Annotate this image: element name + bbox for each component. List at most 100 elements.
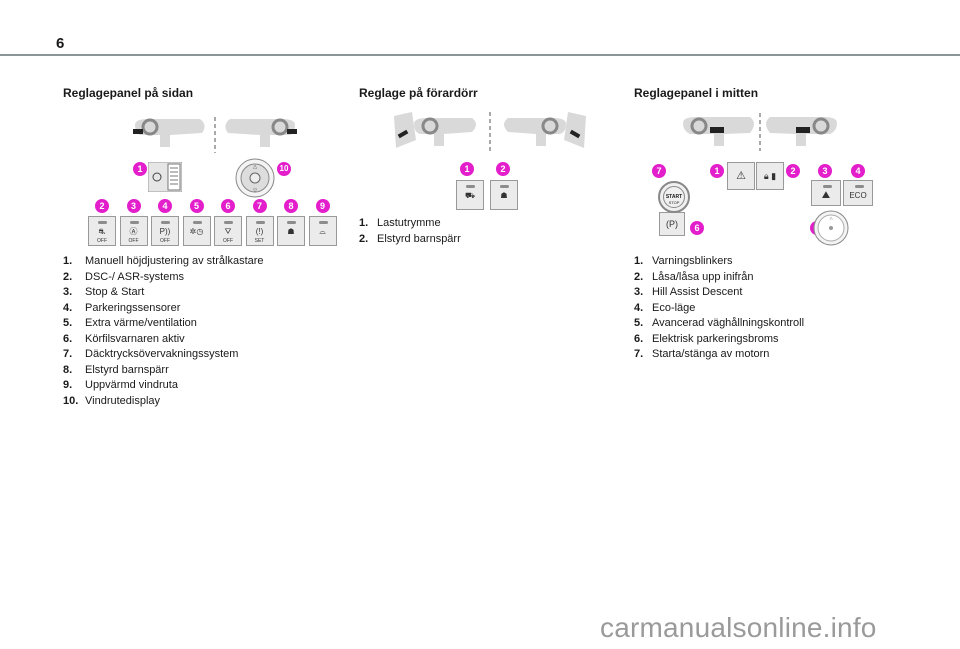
item-number: 1. xyxy=(359,217,369,229)
item-label: Hill Assist Descent xyxy=(652,286,743,298)
callout-badge-3: 3 xyxy=(126,199,141,213)
lane-warning-off-button[interactable]: ⛛OFF xyxy=(214,216,242,246)
item-label: Uppvärmd vindruta xyxy=(85,379,178,391)
item-number: 3. xyxy=(63,286,73,298)
svg-text:▽: ▽ xyxy=(253,188,257,194)
callout-badge-2: 2 xyxy=(95,199,109,213)
hud-control-dial[interactable]: △ ▽ xyxy=(235,158,275,198)
list-item: 1.Lastutrymme xyxy=(359,216,461,232)
button-sublabel: SET xyxy=(254,238,265,244)
item-number: 9. xyxy=(63,379,73,391)
item-label: Elstyrd barnspärr xyxy=(85,363,169,376)
parking-brake-button[interactable]: (P) xyxy=(659,212,685,236)
item-label: Elstyrd barnspärr xyxy=(377,232,461,245)
section-driver-door: Reglage på förardörr xyxy=(359,86,478,100)
extra-heat-timer-button[interactable]: ✲◷ xyxy=(182,216,211,246)
callout-badge-4: 4 xyxy=(158,199,172,213)
central-lock-button[interactable]: 🔒︎ ▮ xyxy=(756,162,784,190)
item-number: 2. xyxy=(634,270,644,283)
eco-mode-button[interactable]: ECO xyxy=(843,180,873,206)
list-item: 1. Varningsblinkers xyxy=(634,254,804,270)
park-sensor-off-button[interactable]: P))OFF xyxy=(151,216,179,246)
item-number: 1. xyxy=(63,255,73,267)
list-item: 5.Extra värme/ventilation xyxy=(63,316,264,332)
watermark: carmanualsonline.info xyxy=(600,612,877,643)
hazard-icon: ⚠ xyxy=(736,170,746,182)
item-number: 1. xyxy=(634,255,644,267)
item-label: Eco-läge xyxy=(652,301,696,314)
item-label: Elektrisk parkeringsbroms xyxy=(652,332,779,345)
indicator-led xyxy=(192,221,202,224)
indicator-led xyxy=(287,221,296,224)
drive-mode-dial[interactable]: ∩ xyxy=(813,210,849,246)
item-label: DSC-/ ASR-systems xyxy=(85,270,185,283)
legend-list-driver-door: 1.Lastutrymme 2.Elstyrd barnspärr xyxy=(359,216,461,247)
list-item: 5. Avancerad väghållningskontroll xyxy=(634,316,804,332)
child-lock-button[interactable]: ☗ xyxy=(277,216,305,246)
eco-mode-icon: ECO xyxy=(849,191,867,200)
item-label: Låsa/låsa upp inifrån xyxy=(652,270,754,283)
indicator-led xyxy=(466,185,475,188)
item-label: Körfilsvarnaren aktiv xyxy=(85,332,185,345)
list-item: 4. Eco-läge xyxy=(634,301,804,317)
item-label: Stop & Start xyxy=(85,286,145,298)
callout-badge-6: 6 xyxy=(690,221,704,235)
list-item: 6. Elektrisk parkeringsbroms xyxy=(634,332,804,348)
dsc-off-icon: ⛐ xyxy=(98,227,106,236)
list-item: 10.Vindrutedisplay xyxy=(63,394,264,410)
page-number: 6 xyxy=(56,35,65,52)
callout-badge-1: 1 xyxy=(133,162,147,176)
item-label: Varningsblinkers xyxy=(652,255,733,267)
section-title: Reglagepanel i mitten xyxy=(634,86,759,100)
indicator-led xyxy=(129,221,139,224)
callout-badge-2: 2 xyxy=(496,162,510,176)
hazard-button[interactable]: ⚠ xyxy=(727,162,755,190)
dsc-off-button[interactable]: ⛐ OFF xyxy=(88,216,116,246)
section-title: Reglage på förardörr xyxy=(359,86,478,100)
item-number: 8. xyxy=(63,363,73,376)
stop-label: STOP xyxy=(668,200,680,205)
button-sublabel: OFF xyxy=(97,238,107,244)
item-number: 7. xyxy=(63,348,73,360)
indicator-led xyxy=(224,221,233,224)
car-center-illustration xyxy=(683,113,837,151)
list-item: 8. Elstyrd barnspärr xyxy=(63,363,264,379)
item-label: Avancerad väghållningskontroll xyxy=(652,317,805,329)
hill-descent-button[interactable]: ⛰ xyxy=(811,180,841,206)
svg-text:△: △ xyxy=(253,164,257,170)
item-number: 6. xyxy=(634,332,644,345)
button-sublabel: OFF xyxy=(160,238,170,244)
list-item: 1.Manuell höjdjustering av strålkastare xyxy=(63,254,264,270)
list-item: 7.Starta/stänga av motorn xyxy=(634,347,804,363)
section-title: Reglagepanel på sidan xyxy=(63,86,194,100)
tailgate-icon: ⛟ xyxy=(464,191,476,200)
heated-windscreen-button[interactable]: ⌓ xyxy=(308,216,337,246)
item-number: 4. xyxy=(63,301,73,314)
heated-windscreen-icon: ⌓ xyxy=(319,227,326,236)
car-door-illustration xyxy=(394,112,586,152)
item-number: 6. xyxy=(63,332,73,345)
list-item: 2.Elstyrd barnspärr xyxy=(359,232,461,248)
headlamp-adjust-wheel[interactable] xyxy=(148,162,182,192)
section-side-panel: Reglagepanel på sidan xyxy=(63,86,193,100)
list-item: 4.Parkeringssensorer xyxy=(63,301,264,317)
section-center-panel: Reglagepanel i mitten xyxy=(634,86,758,100)
callout-badge-6: 6 xyxy=(221,199,235,213)
lane-warning-off-icon: ⛛ xyxy=(224,227,232,236)
parking-brake-icon: (P) xyxy=(666,219,678,229)
callout-badge-10: 10 xyxy=(277,162,291,176)
tailgate-button[interactable]: ⛟ xyxy=(456,180,484,210)
item-number: 4. xyxy=(634,301,644,314)
indicator-led xyxy=(854,185,864,188)
callout-badge-4: 4 xyxy=(851,164,865,178)
item-number: 5. xyxy=(634,317,644,329)
svg-text:∩: ∩ xyxy=(829,216,833,222)
start-stop-button[interactable]: START STOP xyxy=(658,181,690,213)
item-label: Däcktrycksövervakningssystem xyxy=(85,348,239,360)
button-sublabel: OFF xyxy=(128,238,139,244)
item-number: 7. xyxy=(634,348,644,360)
tire-pressure-button[interactable]: (!)SET xyxy=(245,216,274,246)
child-lock-icon: ☗ xyxy=(500,191,508,200)
child-lock-button[interactable]: ☗ xyxy=(490,180,518,210)
